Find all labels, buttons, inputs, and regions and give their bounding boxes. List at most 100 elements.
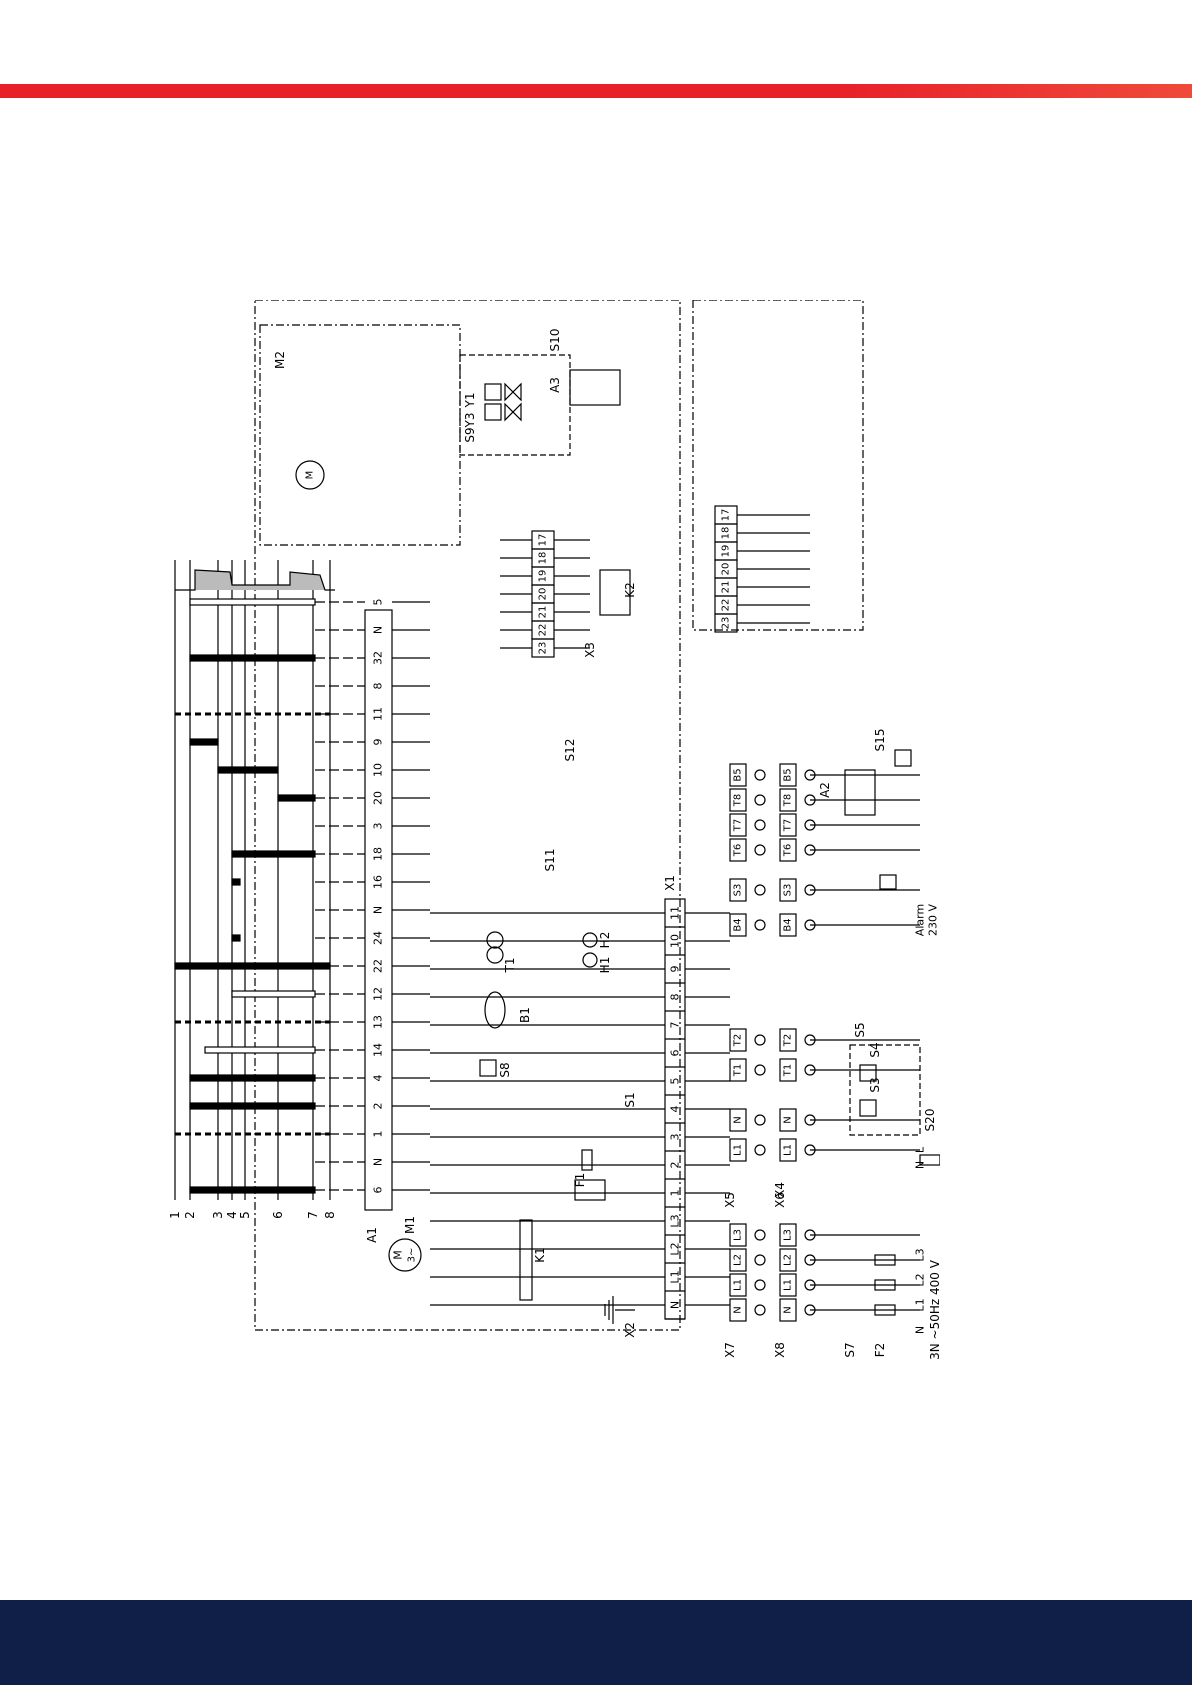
plug-socket — [754, 884, 766, 896]
alarm-label: Alarm — [914, 904, 927, 936]
harness-bar-hatched — [231, 990, 316, 998]
fuse-f3 — [919, 1154, 940, 1166]
a1-terminal-number: N — [372, 906, 385, 914]
plug-x7-label: L3 — [733, 1229, 744, 1241]
a1-terminal-number: 6 — [372, 1187, 385, 1194]
component-label: S15 — [873, 729, 887, 752]
harness-bar — [277, 794, 316, 802]
x1-terminal-number: 4 — [669, 1106, 682, 1113]
plug-strip-upper-label: T2 — [733, 1034, 744, 1047]
s9-valve-box — [459, 354, 571, 456]
lane-number: 2 — [183, 1211, 197, 1219]
plug-socket — [754, 1279, 766, 1291]
plug-x8-label: L3 — [783, 1229, 794, 1241]
plug-x8-label: L1 — [783, 1279, 794, 1291]
plug-strip-upper-label: T7 — [733, 819, 744, 832]
component-label: A2 — [818, 782, 832, 798]
x3-right-number: 23 — [721, 617, 732, 630]
plug-x7 — [729, 1298, 747, 1322]
component-label: A3 — [548, 377, 562, 393]
plug-strip-upper — [729, 813, 747, 837]
pressure-switch-s8 — [479, 1059, 497, 1077]
x1-label: X1 — [663, 875, 677, 891]
a1-terminal-number: 12 — [372, 987, 385, 1001]
transformer-t1-coil — [486, 946, 504, 964]
component-label: X4 — [773, 1182, 787, 1198]
component-label: Y3 — [463, 413, 477, 429]
fuse-f2 — [874, 1279, 896, 1291]
burner-outline — [175, 569, 335, 591]
plug-strip-lower — [779, 763, 797, 787]
plug-strip-lower-label: T1 — [783, 1064, 794, 1077]
component-label-a1: A1 — [365, 1227, 379, 1243]
motor-m1-symbol — [388, 1238, 422, 1272]
supply-line-label: L2 — [914, 1273, 927, 1286]
x1-terminal-number: 7 — [669, 1022, 682, 1029]
plug-strip-upper — [729, 788, 747, 812]
sensor-group-s4-s3 — [849, 1044, 921, 1136]
plug-strip-lower-label: T2 — [783, 1034, 794, 1047]
plug-socket — [754, 1254, 766, 1266]
harness-bar — [189, 738, 219, 746]
valve-coil — [484, 403, 502, 421]
plug-strip-upper-label: N — [733, 1116, 744, 1123]
component-label: S1 — [623, 1092, 637, 1107]
lane-number: 7 — [306, 1211, 320, 1219]
valve-symbol — [504, 402, 522, 422]
component-label: F1 — [573, 1173, 587, 1188]
neutral-label: N — [914, 1161, 927, 1169]
x1-terminal-number: N — [669, 1301, 682, 1309]
component-label: S9 — [463, 427, 477, 442]
component-label: Y1 — [463, 393, 477, 409]
component-label: K2 — [623, 582, 637, 598]
relay-a2-accessory — [844, 769, 876, 816]
x1-terminal-number: L2 — [669, 1242, 682, 1255]
component-label: F2 — [873, 1343, 887, 1358]
bottom-footer-band — [0, 1600, 1192, 1685]
plug-socket — [754, 794, 766, 806]
plug-strip-lower — [779, 1028, 797, 1052]
plug-x8 — [779, 1298, 797, 1322]
plug-socket — [754, 1144, 766, 1156]
m2-actuator-box — [259, 324, 461, 546]
plug-strip-lower — [779, 1138, 797, 1162]
plug-strip-lower — [779, 813, 797, 837]
x3-right-number: 20 — [721, 563, 732, 576]
plug-strip-lower-label: T8 — [783, 794, 794, 807]
x1-terminal-number: L3 — [669, 1214, 682, 1227]
plug-socket — [754, 1229, 766, 1241]
harness-bar — [231, 850, 316, 858]
harness-bar — [189, 1186, 316, 1194]
plug-x7-label: L1 — [733, 1279, 744, 1291]
a1-terminal-number: 20 — [372, 791, 385, 805]
a1-terminal-number: 9 — [372, 739, 385, 746]
plug-strip-lower-label: B4 — [783, 918, 794, 931]
plug-x8-label: N — [783, 1306, 794, 1313]
plug-strip-upper-label: T8 — [733, 794, 744, 807]
plug-socket — [754, 1114, 766, 1126]
x1-terminal-number: 2 — [669, 1162, 682, 1169]
component-label: S11 — [543, 849, 557, 872]
plug-strip-upper-label: S3 — [733, 884, 744, 897]
plug-strip-upper-label: B5 — [733, 768, 744, 781]
transformer-t1-coil — [486, 931, 504, 949]
x1-terminal-number: 8 — [669, 994, 682, 1001]
lane-number: 4 — [225, 1211, 239, 1219]
plug-strip-lower-label: T6 — [783, 844, 794, 857]
component-label: S5 — [853, 1022, 867, 1037]
x3-right-number: 18 — [721, 527, 732, 540]
a1-terminal-number: 4 — [372, 1075, 385, 1082]
component-label: X5 — [723, 1192, 737, 1208]
plug-x7-label: N — [733, 1306, 744, 1313]
supply-line-label: L1 — [914, 1298, 927, 1311]
plug-strip-lower — [779, 1108, 797, 1132]
lane-number: 6 — [271, 1211, 285, 1219]
x1-terminal-number: 5 — [669, 1078, 682, 1085]
x1-terminal-number: 3 — [669, 1134, 682, 1141]
ignition-electrode-b1 — [484, 991, 506, 1029]
plug-x8 — [779, 1248, 797, 1272]
x1-terminal-number: 1 — [669, 1190, 682, 1197]
motor-letter: M — [392, 1250, 405, 1260]
x1-terminal-number: L1 — [669, 1270, 682, 1283]
harness-bar — [189, 1102, 316, 1110]
